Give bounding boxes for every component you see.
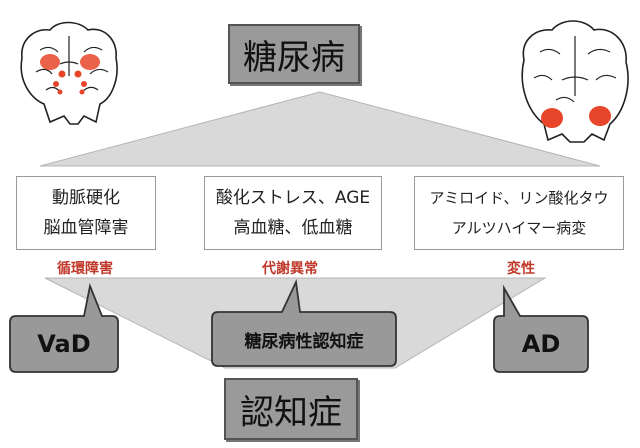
brain-coronal-right-icon: [521, 20, 629, 143]
cause-line-2: 脳血管障害: [43, 218, 129, 238]
mechanism-degeneration: 変性: [507, 261, 535, 277]
cause-box-vascular: 動脈硬化 脳血管障害: [16, 176, 156, 250]
brain-coronal-left-icon: [20, 21, 118, 125]
outcome-ad: AD: [521, 330, 561, 358]
bottom-title-box: 認知症: [224, 378, 358, 440]
top-title-box: 糖尿病: [228, 24, 360, 84]
cause-box-metabolic: 酸化ストレス、AGE 高血糖、低血糖: [204, 176, 382, 250]
cause-line-1: 動脈硬化: [52, 188, 120, 208]
upper-triangle: [39, 91, 601, 167]
outcome-vad: VaD: [37, 330, 91, 358]
cause-line-1: 酸化ストレス、AGE: [215, 188, 371, 208]
mechanism-metabolic: 代謝異常: [262, 261, 318, 277]
cause-line-1: アミロイド、リン酸化タウ: [429, 189, 609, 207]
outcome-diabetic-dementia: 糖尿病性認知症: [244, 331, 364, 352]
bottom-title: 認知症: [240, 392, 342, 433]
mechanism-circulatory: 循環障害: [57, 261, 113, 277]
cause-line-2: 高血糖、低血糖: [233, 218, 353, 238]
cause-box-degenerative: アミロイド、リン酸化タウ アルツハイマー病変: [414, 176, 624, 250]
bubble-ad: [493, 284, 589, 373]
cause-line-2: アルツハイマー病変: [451, 219, 587, 237]
bubble-vad: [9, 282, 119, 373]
top-title: 糖尿病: [243, 37, 345, 78]
bubble-center: [211, 278, 397, 367]
